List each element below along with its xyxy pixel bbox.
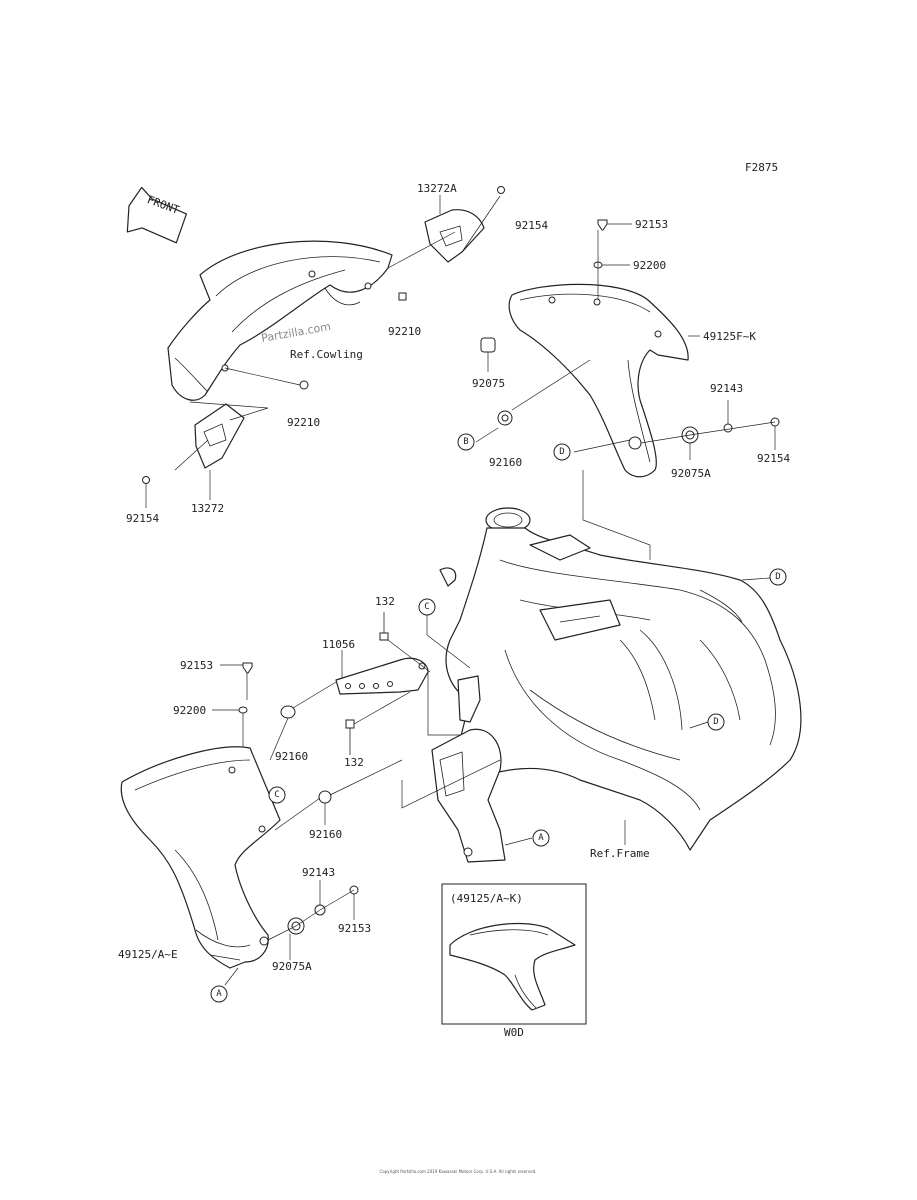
- callout-d-frame-mid: D: [707, 713, 725, 731]
- label-49125ae: 49125/A~E: [118, 948, 178, 961]
- bolt-132-bottom: [345, 719, 355, 755]
- bolt-132-top: [379, 612, 389, 641]
- callout-a-shroud: A: [210, 985, 228, 1003]
- label-92210-a: 92210: [388, 325, 421, 338]
- label-92075: 92075: [472, 377, 505, 390]
- washer-92200-left: [238, 706, 248, 714]
- label-13272: 13272: [191, 502, 224, 515]
- frame-mount-bracket: [431, 675, 506, 863]
- svg-text:D: D: [559, 447, 564, 457]
- front-arrow-icon: FRONT: [126, 186, 188, 244]
- label-92153-top: 92153: [635, 218, 668, 231]
- label-92154-top: 92154: [515, 219, 548, 232]
- upper-cowling: [167, 240, 393, 401]
- motorcycle-frame: [439, 507, 802, 851]
- svg-text:D: D: [713, 717, 718, 727]
- label-92154-left: 92154: [126, 512, 159, 525]
- label-132-bottom: 132: [344, 756, 364, 769]
- ref-cowling-label: Ref.Cowling: [290, 348, 363, 361]
- screw-92153-top: [597, 219, 608, 231]
- label-49125fk: 49125F~K: [703, 330, 756, 343]
- grommet-92210-a: [398, 292, 407, 301]
- svg-text:A: A: [538, 833, 544, 843]
- grommet-92160-right: [497, 410, 513, 426]
- bracket-13272a: [424, 195, 501, 263]
- label-11056: 11056: [322, 638, 355, 651]
- svg-text:C: C: [424, 602, 429, 612]
- label-92160-b: 92160: [309, 828, 342, 841]
- label-92200-left: 92200: [173, 704, 206, 717]
- label-92200-top: 92200: [633, 259, 666, 272]
- callout-c-shroud: C: [268, 786, 286, 804]
- label-92075a-low: 92075A: [272, 960, 312, 973]
- inset-caption: W0D: [504, 1026, 524, 1039]
- callout-d-right: D: [553, 443, 571, 461]
- label-92160-right: 92160: [489, 456, 522, 469]
- label-92210-b: 92210: [287, 416, 320, 429]
- bracket-11056: [335, 657, 429, 695]
- grommet-92210-b: [299, 380, 309, 390]
- collar-92075: [480, 337, 496, 353]
- label-92153-left: 92153: [180, 659, 213, 672]
- svg-text:A: A: [216, 989, 222, 999]
- callout-b: B: [457, 433, 475, 451]
- label-92143-low: 92143: [302, 866, 335, 879]
- right-shroud-49125fk: [508, 283, 689, 478]
- label-92154-right: 92154: [757, 452, 790, 465]
- svg-text:D: D: [775, 572, 780, 582]
- label-92160-a: 92160: [275, 750, 308, 763]
- callout-a-frame: A: [532, 829, 550, 847]
- ref-frame-label: Ref.Frame: [590, 847, 650, 860]
- svg-text:C: C: [274, 790, 279, 800]
- label-132-top: 132: [375, 595, 395, 608]
- inset-box: [441, 883, 587, 1025]
- screw-92153-left: [242, 662, 253, 674]
- label-13272a: 13272A: [417, 182, 457, 195]
- callout-c-frame: C: [418, 598, 436, 616]
- washer-92143-right: [723, 423, 733, 433]
- svg-text:B: B: [463, 437, 468, 447]
- callout-d-frame-top: D: [769, 568, 787, 586]
- copyright-text: Copyright Partzilla.com 2019 Kawasaki Mo…: [379, 1169, 536, 1174]
- diagram-code: F2875: [745, 161, 778, 174]
- screw-92154-top: [497, 186, 505, 194]
- grommet-92160-b: [318, 790, 332, 804]
- screw-92154-left: [142, 476, 150, 484]
- label-92075a-right: 92075A: [671, 467, 711, 480]
- label-92143-right: 92143: [710, 382, 743, 395]
- bracket-13272: [174, 401, 269, 471]
- inset-title: (49125/A~K): [450, 892, 523, 905]
- label-92153-low: 92153: [338, 922, 371, 935]
- left-shroud-49125ae: [120, 746, 281, 969]
